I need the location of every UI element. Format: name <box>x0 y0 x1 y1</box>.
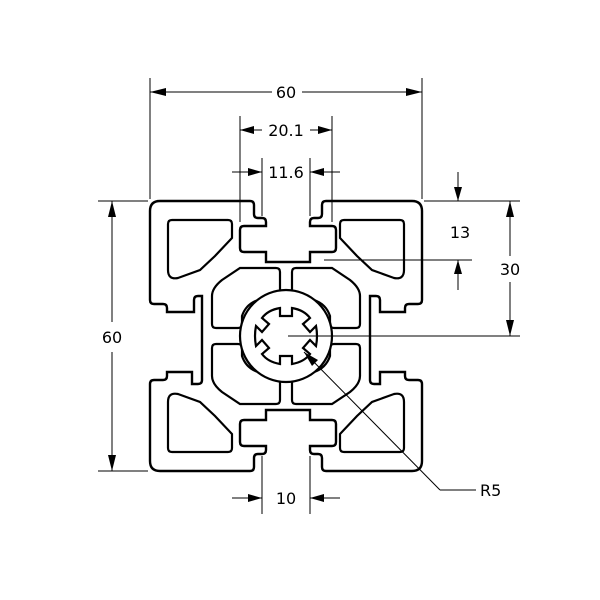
dim-overall-height: 60 <box>98 200 148 472</box>
dim-label-half-height: 30 <box>500 260 520 279</box>
corner-chamber-bottom-left <box>166 392 234 454</box>
dim-label-overall-width: 60 <box>276 83 296 102</box>
dim-label-slot-outer-opening: 20.1 <box>268 121 304 140</box>
corner-chamber-top-right <box>338 218 406 280</box>
dim-label-overall-height: 60 <box>102 328 122 347</box>
dim-slot-width-bottom: 10 <box>232 456 340 514</box>
dim-label-slot-inner-opening: 11.6 <box>268 163 304 182</box>
dim-radius-leader: R5 <box>303 351 501 500</box>
corner-chamber-top-left <box>166 218 234 280</box>
dim-slot-inner-opening: 11.6 <box>232 158 340 216</box>
center-bore-splined <box>253 306 319 366</box>
inner-chamber-top-left <box>210 266 282 330</box>
dim-overall-width: 60 <box>149 78 423 199</box>
dim-slot-depth: 13 <box>324 172 520 290</box>
dim-half-height: 30 <box>288 201 520 337</box>
dim-label-slot-width-bottom: 10 <box>276 489 296 508</box>
dim-slot-outer-opening: 20.1 <box>239 116 333 222</box>
dim-label-radius: R5 <box>480 481 501 500</box>
dim-label-slot-depth: 13 <box>450 223 470 242</box>
